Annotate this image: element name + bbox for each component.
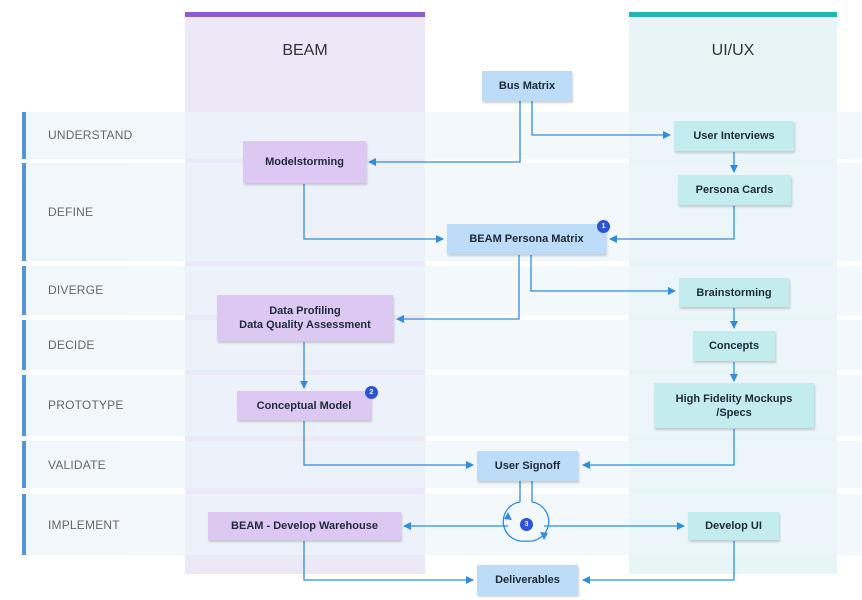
arrow-matrix-to-brainstorming (530, 255, 676, 295)
node-label-line2: /Specs (716, 406, 752, 419)
node-modelstorming[interactable]: Modelstorming (243, 141, 366, 183)
node-brainstorming[interactable]: Brainstorming (679, 278, 789, 307)
uiux-column-title: UI/UX (711, 42, 755, 59)
node-label: Conceptual Model (256, 399, 352, 412)
node-user-interviews[interactable]: User Interviews (674, 121, 794, 151)
node-label: Modelstorming (265, 156, 344, 168)
node-label: BEAM - Develop Warehouse (231, 520, 378, 532)
arrow-warehouse-to-deliverables (303, 541, 474, 584)
node-deliverables[interactable]: Deliverables (477, 565, 578, 595)
cycle-arrowhead-left (504, 512, 512, 520)
node-bus-matrix[interactable]: Bus Matrix (482, 71, 572, 101)
node-develop-warehouse[interactable]: BEAM - Develop Warehouse (208, 512, 401, 540)
arrow-model-to-signoff (303, 421, 474, 469)
cycle-arc-right (525, 501, 550, 542)
node-label: User Interviews (693, 130, 775, 142)
cycle-arc-left (502, 501, 527, 542)
band-label: DIVERGE (48, 283, 104, 297)
node-high-fidelity-mockups[interactable]: High Fidelity Mockups /Specs (654, 383, 814, 428)
node-concepts[interactable]: Concepts (693, 331, 775, 361)
badge-one: 1 (597, 220, 610, 233)
node-label: Bus Matrix (498, 80, 556, 92)
node-label-line1: Data Profiling (269, 305, 341, 317)
band-label: DECIDE (48, 338, 95, 352)
node-label: BEAM Persona Matrix (469, 233, 584, 245)
arrow-ui-to-deliverables (582, 541, 735, 584)
node-label-line2: Data Quality Assessment (239, 319, 371, 331)
band-accent (22, 375, 26, 436)
arrow-modelstorming-to-matrix (303, 184, 444, 243)
badge-two: 2 (365, 386, 378, 399)
arrow-persona-to-matrix (609, 206, 735, 243)
node-user-signoff[interactable]: User Signoff (477, 451, 578, 481)
band-accent (22, 112, 26, 159)
arrow-matrix-to-profiling (396, 255, 520, 323)
node-label: Persona Cards (695, 184, 774, 196)
cycle-arrowhead-right (540, 532, 548, 540)
badge-three: 3 (520, 518, 533, 531)
uiux-column-accent (629, 12, 837, 17)
band-accent (22, 494, 26, 555)
node-persona-cards[interactable]: Persona Cards (678, 175, 791, 205)
band-label: VALIDATE (48, 458, 106, 472)
node-label: Deliverables (495, 574, 560, 586)
node-label: Develop UI (705, 520, 762, 532)
arrow-bus-to-interviews (531, 101, 671, 139)
node-develop-ui[interactable]: Develop UI (688, 512, 779, 540)
band-label: PROTOTYPE (48, 398, 124, 412)
node-label: Concepts (708, 340, 760, 352)
node-conceptual-model[interactable]: Conceptual Model (237, 391, 371, 420)
node-label: User Signoff (494, 460, 561, 472)
band-accent (22, 441, 26, 488)
arrow-bus-to-modelstorming (368, 101, 521, 166)
node-data-profiling[interactable]: Data Profiling Data Quality Assessment (217, 295, 393, 341)
node-label: Brainstorming (696, 286, 772, 299)
beam-column-title: BEAM (282, 42, 328, 59)
band-label: UNDERSTAND (48, 128, 133, 142)
band-label: IMPLEMENT (48, 518, 120, 532)
band-label: DEFINE (48, 205, 94, 219)
band-accent (22, 320, 26, 370)
beam-column-accent (185, 12, 425, 17)
band-accent (22, 266, 26, 315)
node-label-line1: High Fidelity Mockups (675, 392, 793, 405)
band-accent (22, 163, 26, 261)
arrow-hifi-to-signoff (582, 429, 735, 469)
node-beam-persona-matrix[interactable]: BEAM Persona Matrix (447, 224, 606, 254)
